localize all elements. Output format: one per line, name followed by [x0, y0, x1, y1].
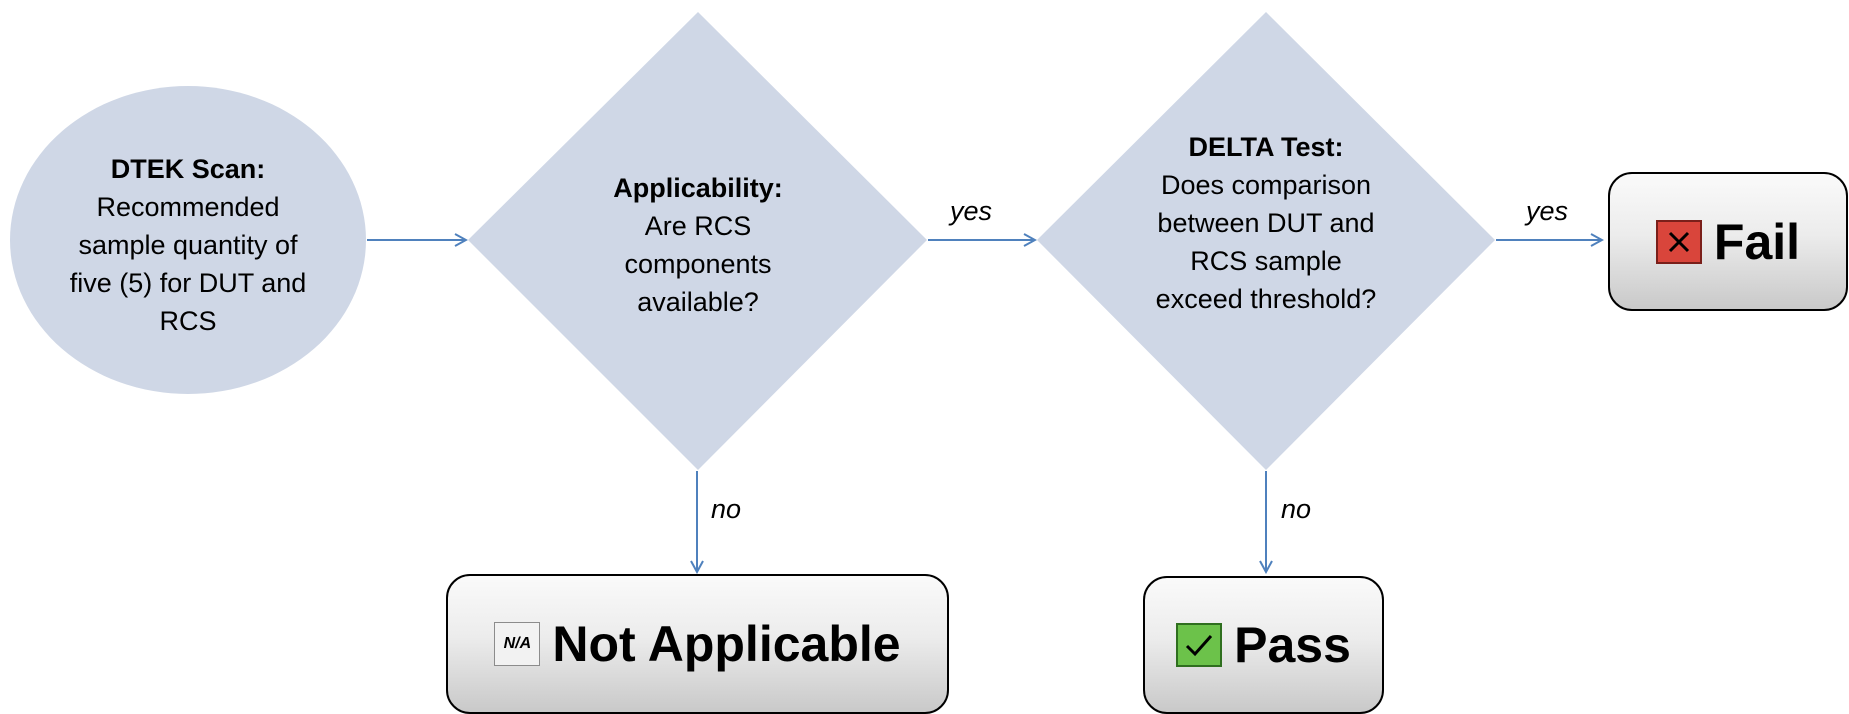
check-icon: [1176, 623, 1223, 667]
pass-label: Pass: [1234, 617, 1351, 673]
applicability-yes-label: yes: [950, 196, 993, 226]
start-node-body: Recommended sample quantity of five (5) …: [69, 192, 307, 336]
start-node-title: DTEK Scan:: [110, 154, 266, 184]
delta-node-text: DELTA Test: Does comparison between DUT …: [1146, 128, 1386, 318]
fail-result-box: Fail: [1608, 172, 1848, 311]
applicability-diamond: [468, 12, 927, 470]
delta-node-title: DELTA Test:: [1188, 132, 1344, 162]
start-node-text: DTEK Scan: Recommended sample quantity o…: [68, 150, 308, 340]
not-applicable-label: Not Applicable: [552, 616, 901, 672]
applicability-node-text: Applicability: Are RCS components availa…: [583, 169, 813, 321]
applicability-no-label: no: [711, 494, 742, 524]
pass-result-box: Pass: [1143, 576, 1384, 714]
delta-yes-label: yes: [1526, 196, 1569, 226]
delta-no-label: no: [1281, 494, 1312, 524]
start-ellipse: [10, 86, 366, 394]
applicability-node-title: Applicability:: [613, 173, 783, 203]
applicability-node-body: Are RCS components available?: [624, 211, 772, 317]
not-applicable-result-box: N/A Not Applicable: [446, 574, 949, 714]
na-icon: N/A: [494, 622, 541, 666]
delta-diamond: [1037, 12, 1495, 470]
fail-label: Fail: [1713, 213, 1801, 270]
x-icon: [1655, 219, 1702, 264]
delta-node-body: Does comparison between DUT and RCS samp…: [1155, 170, 1377, 314]
